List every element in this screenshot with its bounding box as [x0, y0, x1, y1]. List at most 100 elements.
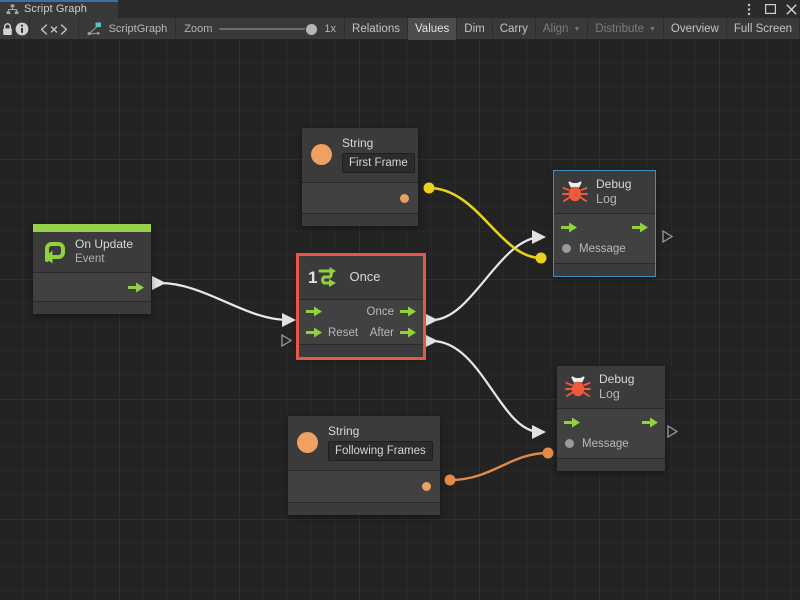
string-value-field[interactable]: First Frame	[342, 153, 415, 173]
node-body	[288, 471, 440, 502]
node-string-following-frames[interactable]: String Following Frames	[288, 416, 440, 515]
port-out-after[interactable]: After	[370, 327, 416, 339]
port-in-message[interactable]: Message	[554, 238, 655, 259]
toolbar-button-distribute[interactable]: Distribute ▼	[588, 18, 664, 40]
zoom-value-label: 1x	[324, 23, 337, 35]
chevron-down-icon: ▼	[648, 25, 656, 33]
port-row-flow	[557, 412, 665, 433]
port-out-flow[interactable]	[33, 273, 151, 301]
node-title: String	[328, 424, 360, 438]
node-header: String First Frame	[302, 128, 418, 183]
value-in-dot-icon	[562, 244, 571, 253]
connection-flow-after-to-log-bottom[interactable]	[424, 334, 546, 439]
tab-script-graph[interactable]: Script Graph	[0, 0, 118, 18]
event-accent-bar	[33, 224, 151, 232]
toolbar-button-relations[interactable]: Relations	[345, 18, 408, 40]
toolbar-button-fullscreen[interactable]: Full Screen	[727, 18, 800, 40]
connection-value-following-frames[interactable]	[444, 447, 554, 486]
flow-out-connector-debug-log-bottom[interactable]	[667, 425, 678, 438]
port-in-enter[interactable]	[306, 306, 322, 317]
port-out-value[interactable]	[302, 183, 418, 213]
graph-canvas[interactable]: On Update Event String Fir	[0, 40, 800, 600]
toolbar-button-carry[interactable]: Carry	[493, 18, 536, 40]
string-dot-icon	[311, 144, 332, 165]
zoom-slider-knob[interactable]	[306, 24, 318, 35]
node-debug-log-bottom[interactable]: Debug Log Message	[557, 366, 665, 471]
flow-out-arrow-icon	[400, 327, 416, 338]
node-title: String	[342, 136, 374, 150]
port-in-message[interactable]: Message	[557, 433, 665, 454]
once-icon: 1	[308, 265, 340, 289]
node-on-update[interactable]: On Update Event	[33, 224, 151, 314]
lock-icon	[2, 22, 12, 35]
flow-out-arrow-icon	[400, 306, 416, 317]
code-brackets-icon	[40, 23, 67, 35]
graph-toolbar: ScriptGraph Zoom 1x Relations Values Dim…	[0, 18, 800, 40]
value-out-dot-icon	[400, 193, 409, 203]
port-row-enter-once: Once	[299, 301, 423, 322]
bug-icon	[562, 181, 588, 202]
node-title-block: Debug Log	[599, 372, 634, 401]
script-graph-icon	[87, 22, 101, 36]
close-button[interactable]	[785, 3, 797, 15]
toolbar-button-dim[interactable]: Dim	[457, 18, 493, 40]
info-button[interactable]	[15, 18, 30, 40]
node-header: String Following Frames	[288, 416, 440, 471]
connection-flow-update-to-once[interactable]	[152, 276, 296, 327]
code-view-button[interactable]	[30, 18, 79, 40]
port-row-flow	[554, 217, 655, 238]
maximize-button[interactable]	[764, 3, 776, 15]
node-title-block: Debug Log	[596, 177, 631, 206]
flow-in-arrow-icon[interactable]	[564, 417, 580, 428]
flow-in-connector-once-reset[interactable]	[281, 334, 292, 347]
node-header: Debug Log	[554, 171, 655, 214]
node-debug-log-top[interactable]: Debug Log Message	[553, 170, 656, 277]
distribute-label: Distribute	[595, 23, 644, 35]
node-subtitle: Log	[596, 192, 617, 206]
node-body: Message	[557, 409, 665, 458]
maximize-icon	[764, 4, 776, 14]
node-footer	[302, 213, 418, 226]
node-header: Debug Log	[557, 366, 665, 409]
node-subtitle: Log	[599, 387, 620, 401]
node-once[interactable]: 1 Once	[296, 253, 426, 360]
flow-out-arrow-icon[interactable]	[632, 222, 648, 233]
node-string-first-frame[interactable]: String First Frame	[302, 128, 418, 226]
node-title-block: String First Frame	[342, 136, 415, 173]
string-value-field[interactable]: Following Frames	[328, 441, 433, 461]
node-title: Debug	[599, 372, 635, 386]
lock-button[interactable]	[0, 18, 15, 40]
value-in-dot-icon	[565, 439, 574, 448]
node-body: Once Reset	[299, 300, 423, 344]
flow-out-arrow-icon	[128, 282, 144, 292]
zoom-control[interactable]: Zoom 1x	[176, 18, 346, 40]
port-label-message: Message	[579, 242, 626, 255]
node-footer	[288, 502, 440, 515]
connection-value-first-frame[interactable]	[423, 182, 547, 264]
window-menu-button[interactable]	[743, 3, 755, 15]
connection-flow-once-to-log-top[interactable]	[424, 230, 546, 327]
graph-icon	[6, 3, 19, 14]
port-out-value[interactable]	[288, 471, 440, 502]
string-dot-icon	[297, 432, 318, 453]
flow-out-connector-debug-log-top[interactable]	[662, 230, 673, 243]
port-in-reset[interactable]: Reset	[306, 327, 358, 339]
node-body	[302, 183, 418, 213]
node-footer	[554, 263, 655, 276]
port-row-reset-after: Reset After	[299, 322, 423, 343]
node-title: Once	[349, 269, 381, 284]
port-label-reset: Reset	[328, 326, 359, 339]
toolbar-button-overview[interactable]: Overview	[664, 18, 727, 40]
node-title: On Update	[75, 237, 134, 251]
value-out-dot-icon	[422, 482, 431, 491]
flow-out-arrow-icon[interactable]	[642, 417, 658, 428]
connection-layer	[152, 182, 554, 486]
toolbar-button-values[interactable]: Values	[407, 18, 458, 40]
port-out-once[interactable]: Once	[367, 306, 416, 318]
flow-in-arrow-icon[interactable]	[561, 222, 577, 233]
graph-breadcrumb[interactable]: ScriptGraph	[79, 18, 177, 40]
once-count-label: 1	[308, 267, 318, 287]
graph-name-label: ScriptGraph	[108, 23, 168, 35]
zoom-slider[interactable]	[219, 23, 318, 35]
toolbar-button-align[interactable]: Align ▼	[536, 18, 589, 40]
